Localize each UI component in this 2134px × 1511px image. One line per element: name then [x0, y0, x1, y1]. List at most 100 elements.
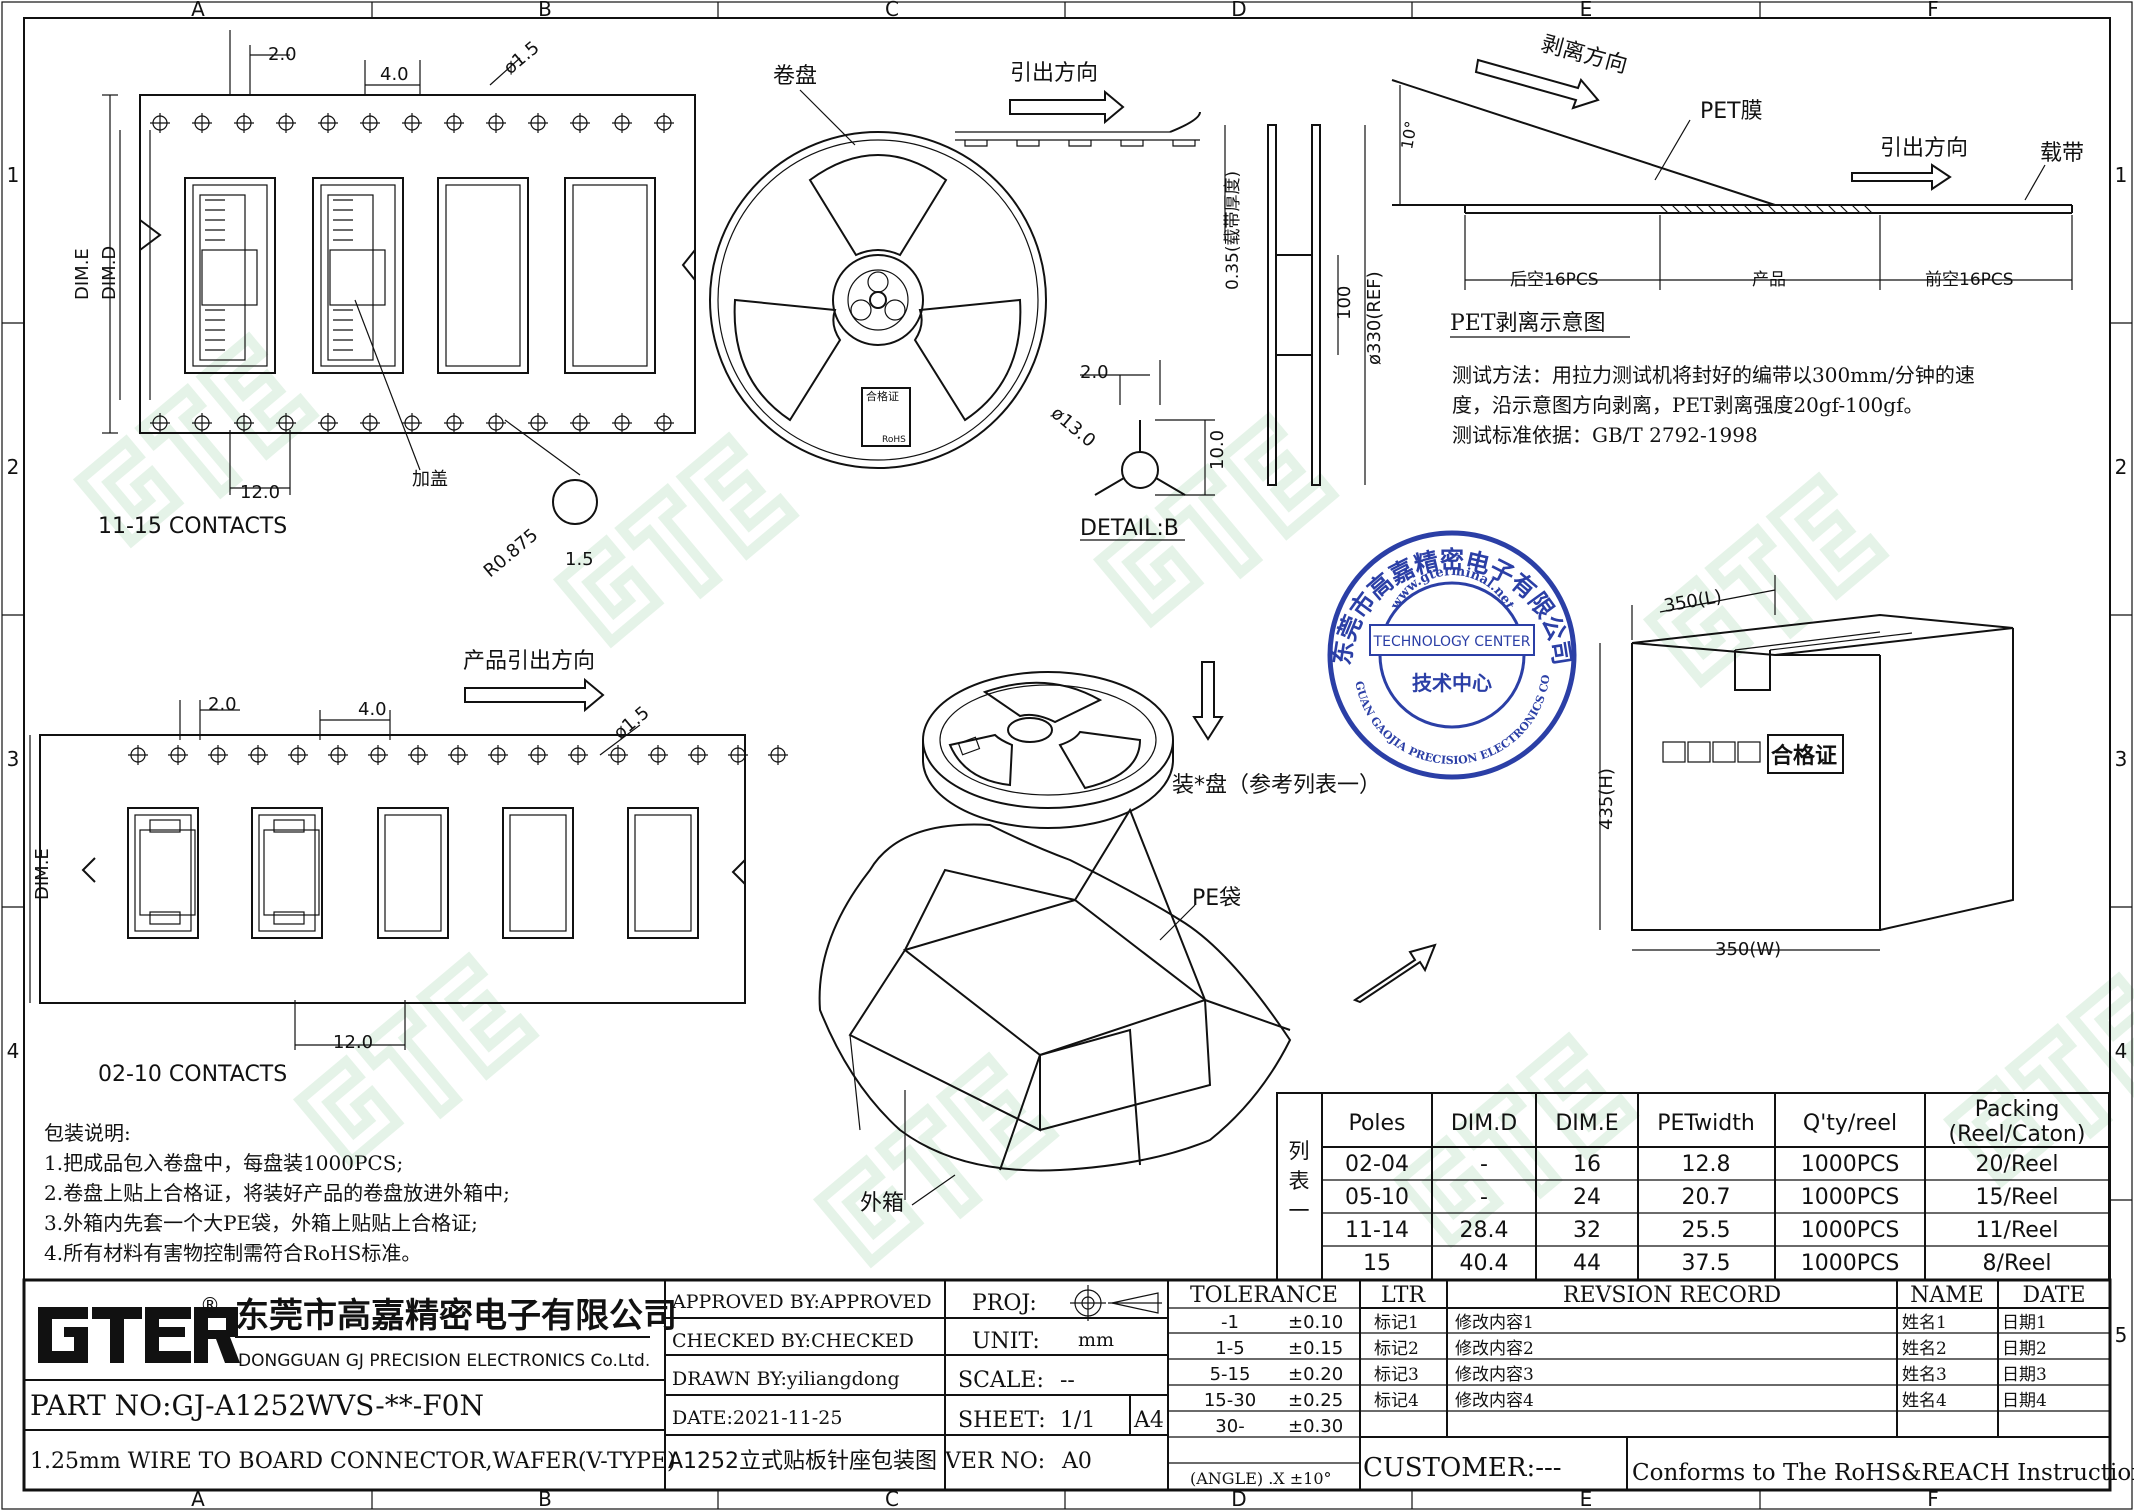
proj-label: PROJ: — [972, 1291, 1037, 1316]
scale-value: -- — [1060, 1368, 1075, 1393]
part-description: 1.25mm WIRE TO BOARD CONNECTOR,WAFER(V-T… — [30, 1449, 676, 1474]
table-header: DIM.E — [1555, 1111, 1618, 1136]
table-cell: 15 — [1363, 1251, 1391, 1276]
table-cell: 24 — [1573, 1185, 1601, 1210]
dim-d-label: DIM.D — [99, 246, 120, 300]
reel-out-direction: 引出方向 — [1010, 61, 1098, 86]
reel-drawing: 合格证 RoHS 卷盘 引出方向 0.35(载带厚度) 100 ø330(REF… — [709, 61, 1385, 541]
dim-12: 12.0 — [240, 482, 280, 503]
tolerance-range: 15-30 — [1204, 1390, 1256, 1411]
sheet-value: 1/1 — [1060, 1408, 1095, 1433]
detail-dim-13: ø13.0 — [1047, 403, 1100, 452]
to-box-arrow — [1352, 943, 1437, 1004]
revision-cell: 姓名1 — [1902, 1313, 1947, 1333]
pitch-dim-bottom: 2.0 — [208, 694, 237, 715]
table-cell: 32 — [1573, 1218, 1601, 1243]
outer-box-open: PE袋 外箱 — [818, 807, 1292, 1216]
reel-rohs-label: RoHS — [882, 435, 906, 445]
row-label-right: 5 — [2115, 1323, 2128, 1347]
dim-1-5: 1.5 — [565, 549, 594, 570]
col-label-bottom: B — [538, 1487, 552, 1511]
peel-angle: 10° — [1397, 119, 1421, 150]
company-name-en: DONGGUAN GJ PRECISION ELECTRONICS Co.Ltd… — [238, 1351, 650, 1371]
table-cell: 1000PCS — [1801, 1218, 1900, 1243]
box-height: 435(H) — [1596, 768, 1617, 830]
reel-label: 卷盘 — [773, 64, 817, 89]
date-header: DATE — [2022, 1283, 2085, 1308]
note-item: 4.所有材料有害物控制需符合RoHS标准。 — [44, 1241, 421, 1265]
row-label-right: 2 — [2115, 455, 2128, 479]
col-label-top: C — [885, 0, 899, 21]
watermark — [72, 331, 2134, 1269]
carrier-tape-label: 载带 — [2040, 141, 2084, 166]
table-cell: - — [1480, 1152, 1488, 1177]
registered-mark: ® — [200, 1293, 220, 1317]
tolerance-value: ±0.25 — [1288, 1390, 1343, 1411]
product-label: 产品 — [1752, 270, 1786, 290]
revision-cell: 日期4 — [2002, 1391, 2047, 1411]
revision-cell: 姓名4 — [1902, 1391, 1947, 1411]
col-label-bottom: A — [191, 1487, 205, 1511]
row-label-left: 4 — [7, 1039, 20, 1063]
col-label-top: D — [1231, 0, 1246, 21]
detail-b-label: DETAIL:B — [1080, 516, 1179, 541]
revision-cell: 标记4 — [1374, 1391, 1419, 1411]
revision-cell: 标记1 — [1374, 1313, 1419, 1333]
pet-peel-diagram: 10° 剥离方向 PET膜 引出方向 载带 后空16PCS 产品 前空16PCS… — [1391, 32, 2084, 447]
dim-e-label: DIM.E — [72, 248, 93, 300]
table-cell: 37.5 — [1682, 1251, 1731, 1276]
tolerance-range: 5-15 — [1210, 1364, 1251, 1385]
product-direction-label: 产品引出方向 — [463, 649, 595, 674]
reel-thickness: 0.35(载带厚度) — [1223, 171, 1243, 290]
sheet-label: SHEET: — [958, 1408, 1046, 1433]
outer-box-label: 外箱 — [860, 1191, 904, 1216]
packing-table: 列 表 一 Poles DIM.D DIM.E PETwidth Q'ty/re… — [1276, 1092, 2110, 1281]
angle-tolerance: (ANGLE) .X ±10° — [1190, 1469, 1332, 1488]
table-cell: 05-10 — [1345, 1185, 1409, 1210]
col-label-bottom: D — [1231, 1487, 1246, 1511]
col-label-bottom: E — [1580, 1487, 1593, 1511]
peel-direction-label: 剥离方向 — [1538, 32, 1629, 79]
table-side-label: 列 — [1289, 1139, 1310, 1163]
ver-label: VER NO: — [944, 1449, 1045, 1474]
reel-3d: 装*盘（参考列表一） — [922, 661, 1381, 829]
pet-title: PET剥离示意图 — [1450, 311, 1606, 336]
unit-value: mm — [1078, 1329, 1114, 1351]
table-cell: 44 — [1573, 1251, 1601, 1276]
rohs-statement: Conforms to The RoHS&REACH Instruction — [1632, 1460, 2134, 1486]
row-label-left: 1 — [7, 163, 20, 187]
hole-dim: 4.0 — [380, 64, 409, 85]
table-header: Q'ty/reel — [1803, 1111, 1897, 1136]
frame-column-labels: A B C D E F A B C D E F 1 2 3 4 1 2 3 4 … — [7, 0, 2128, 1511]
unit-label: UNIT: — [972, 1329, 1040, 1354]
revision-cell: 修改内容2 — [1455, 1339, 1534, 1359]
packing-notes: 包装说明: 1.把成品包入卷盘中，每盘装1000PCS; 2.卷盘上贴上合格证，… — [44, 1121, 510, 1265]
note-item: 1.把成品包入卷盘中，每盘装1000PCS; — [44, 1151, 403, 1175]
revision-cell: 标记2 — [1374, 1339, 1419, 1359]
seal-tech-cn: 技术中心 — [1412, 671, 1492, 695]
detail-dim-2: 2.0 — [1080, 362, 1109, 383]
carrier-tape-top: DIM.E DIM.D 2.0 4.0 ø1.5 12.0 加盖 R0.875 … — [72, 30, 696, 582]
drawing-date: DATE:2021-11-25 — [672, 1407, 842, 1429]
col-label-bottom: F — [1927, 1487, 1939, 1511]
carrier-tape-bottom: 产品引出方向 DIM.E 2.0 4.0 ø1.5 12.0 02-10 CON… — [29, 649, 788, 1087]
customer-label: CUSTOMER:--- — [1363, 1453, 1562, 1483]
revision-cell: 修改内容1 — [1455, 1313, 1534, 1333]
tolerance-value: ±0.15 — [1288, 1338, 1343, 1359]
test-standard-line: 测试标准依据：GB/T 2792-1998 — [1452, 423, 1758, 447]
dim-12-bottom: 12.0 — [333, 1032, 373, 1053]
reel-cert-label: 合格证 — [866, 389, 899, 403]
table-header: Packing — [1975, 1097, 2060, 1122]
note-item: 3.外箱内先套一个大PE袋，外箱上贴贴上合格证; — [44, 1211, 478, 1235]
tolerance-value: ±0.30 — [1288, 1416, 1343, 1437]
outer-box-closed: 合格证 350(L) 435(H) 350(W) — [1596, 575, 2014, 960]
table-cell: 28.4 — [1460, 1218, 1509, 1243]
pitch-dim: 2.0 — [268, 44, 297, 65]
note-item: 2.卷盘上贴上合格证，将装好产品的卷盘放进外箱中; — [44, 1181, 510, 1205]
reel-pack-label: 装*盘（参考列表一） — [1172, 773, 1381, 798]
detail-dim-10: 10.0 — [1207, 430, 1228, 470]
table-cell: - — [1480, 1185, 1488, 1210]
box-width: 350(W) — [1715, 939, 1781, 960]
drawing-title: A1252立式贴板针座包装图 — [668, 1449, 937, 1474]
